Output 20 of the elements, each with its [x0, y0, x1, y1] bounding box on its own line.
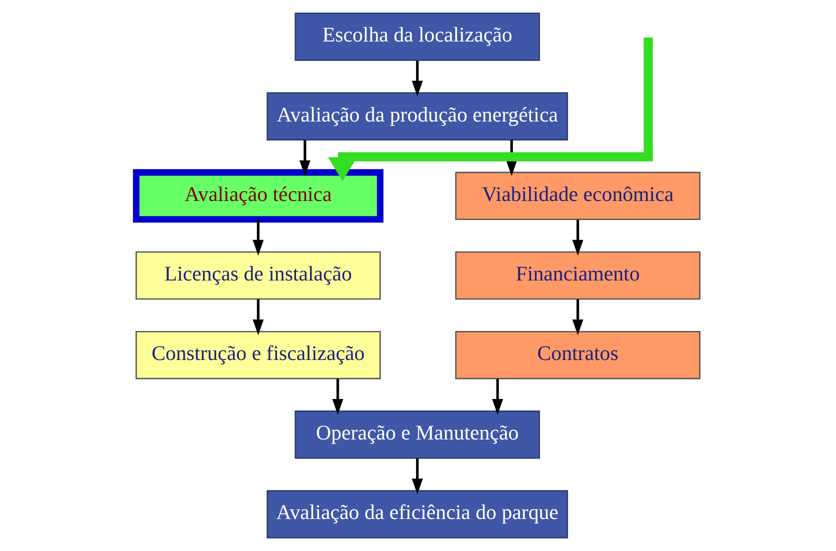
node-box: Viabilidade econômica: [455, 172, 700, 220]
node-box: Avaliação da produção energética: [266, 92, 568, 140]
arrow: [328, 38, 653, 181]
arrow: [412, 458, 423, 494]
node-box: Avaliação da eficiência do parque: [266, 490, 568, 538]
arrow: [572, 220, 584, 256]
node-box: Escolha da localização: [294, 12, 540, 61]
arrow: [299, 140, 310, 176]
node-box: Operação e Manutenção: [294, 410, 540, 459]
node-box: Avaliação técnica: [132, 169, 384, 223]
arrow: [332, 378, 344, 415]
node-box: Construção e fiscalização: [136, 330, 381, 380]
node-box: Licenças de instalação: [136, 251, 381, 300]
node-box: Financiamento: [455, 251, 700, 300]
arrow: [252, 220, 264, 256]
arrow: [252, 299, 264, 336]
arrow: [572, 299, 584, 336]
node-box: Contratos: [455, 330, 700, 380]
arrow: [492, 378, 504, 415]
arrow: [412, 60, 423, 96]
